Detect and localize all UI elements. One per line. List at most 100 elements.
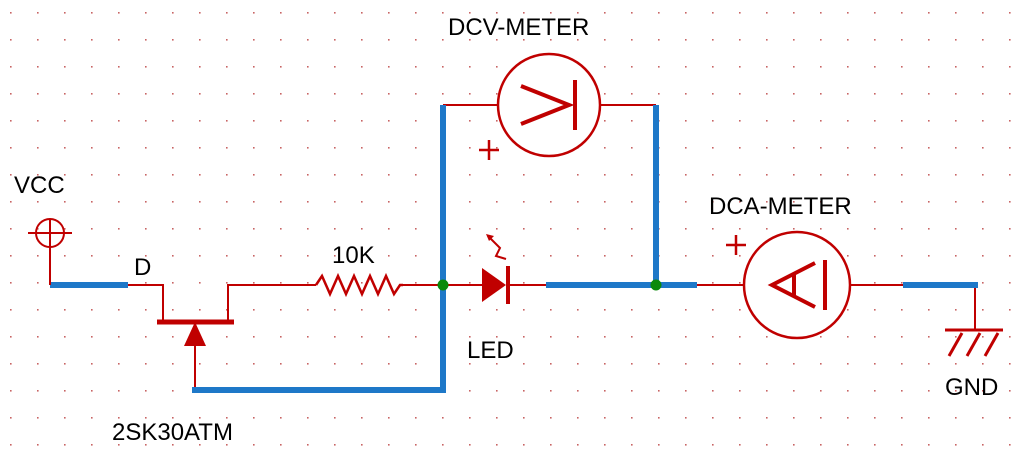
grid-dot — [955, 174, 957, 176]
grid-dot — [334, 93, 336, 95]
grid-dot — [712, 120, 714, 122]
grid-dot — [37, 39, 39, 41]
grid-dot — [64, 228, 66, 230]
grid-dot — [982, 228, 984, 230]
grid-dot — [10, 390, 12, 392]
grid-dot — [10, 444, 12, 446]
grid-dot — [496, 444, 498, 446]
grid-dot — [10, 174, 12, 176]
grid-dot — [1009, 66, 1011, 68]
grid-dot — [10, 120, 12, 122]
grid-dot — [334, 66, 336, 68]
grid-dot — [685, 390, 687, 392]
grid-dot — [118, 174, 120, 176]
grid-dot — [901, 228, 903, 230]
grid-dot — [685, 201, 687, 203]
grid-dot — [91, 444, 93, 446]
grid-dot — [712, 93, 714, 95]
grid-dot — [361, 147, 363, 149]
grid-dot — [523, 282, 525, 284]
grid-dot — [658, 309, 660, 311]
grid-dot — [928, 201, 930, 203]
grid-dot — [361, 201, 363, 203]
grid-dot — [847, 228, 849, 230]
grid-dot — [577, 39, 579, 41]
grid-dot — [685, 120, 687, 122]
grid-dot — [631, 39, 633, 41]
grid-dot — [550, 255, 552, 257]
grid-dot — [199, 120, 201, 122]
grid-dot — [496, 12, 498, 14]
grid-dot — [10, 417, 12, 419]
grid-dot — [874, 93, 876, 95]
grid-dot — [766, 66, 768, 68]
grid-dot — [64, 201, 66, 203]
grid-dot — [685, 444, 687, 446]
grid-dot — [847, 201, 849, 203]
grid-dot — [496, 120, 498, 122]
grid-dot — [37, 282, 39, 284]
grid-dot — [685, 363, 687, 365]
grid-dot — [91, 255, 93, 257]
grid-dot — [1009, 309, 1011, 311]
grid-dot — [577, 201, 579, 203]
grid-dot — [955, 147, 957, 149]
grid-dot — [847, 174, 849, 176]
grid-dot — [820, 66, 822, 68]
grid-dot — [280, 39, 282, 41]
grid-dot — [766, 363, 768, 365]
grid-dot — [982, 12, 984, 14]
grid-dot — [901, 147, 903, 149]
grid-dot — [199, 255, 201, 257]
grid-dot — [739, 174, 741, 176]
grid-dot — [739, 363, 741, 365]
grid-dot — [847, 444, 849, 446]
grid-dot — [226, 336, 228, 338]
grid-dot — [145, 66, 147, 68]
grid-dot — [253, 93, 255, 95]
grid-dot — [1009, 12, 1011, 14]
grid-dot — [280, 228, 282, 230]
jfet-icon — [157, 319, 234, 346]
grid-dot — [334, 417, 336, 419]
grid-dot — [172, 66, 174, 68]
grid-dot — [739, 309, 741, 311]
grid-dot — [739, 147, 741, 149]
grid-dot — [523, 417, 525, 419]
grid-dot — [739, 201, 741, 203]
grid-dot — [874, 255, 876, 257]
grid-dot — [280, 282, 282, 284]
grid-dot — [982, 66, 984, 68]
grid-dot — [658, 390, 660, 392]
grid-dot — [496, 336, 498, 338]
grid-dot — [685, 12, 687, 14]
grid-dot — [334, 255, 336, 257]
grid-dot — [172, 93, 174, 95]
grid-dot — [91, 39, 93, 41]
grid-dot — [928, 444, 930, 446]
grid-dot — [199, 12, 201, 14]
grid-dot — [226, 417, 228, 419]
grid-dot — [874, 147, 876, 149]
grid-dot — [820, 228, 822, 230]
grid-dot — [739, 444, 741, 446]
grid-dot — [577, 390, 579, 392]
grid-dot — [442, 12, 444, 14]
grid-dot — [226, 147, 228, 149]
grid-dot — [37, 255, 39, 257]
grid-dot — [631, 174, 633, 176]
grid-dot — [280, 93, 282, 95]
grid-dot — [874, 336, 876, 338]
grid-dot — [1009, 93, 1011, 95]
grid-dot — [523, 174, 525, 176]
grid-dot — [37, 228, 39, 230]
grid-dot — [928, 336, 930, 338]
grid-dot — [10, 336, 12, 338]
grid-dot — [685, 147, 687, 149]
grid-dot — [955, 228, 957, 230]
grid-dot — [469, 147, 471, 149]
grid-dot — [10, 282, 12, 284]
grid-dot — [334, 147, 336, 149]
grid-dot — [469, 309, 471, 311]
grid-dot — [631, 309, 633, 311]
